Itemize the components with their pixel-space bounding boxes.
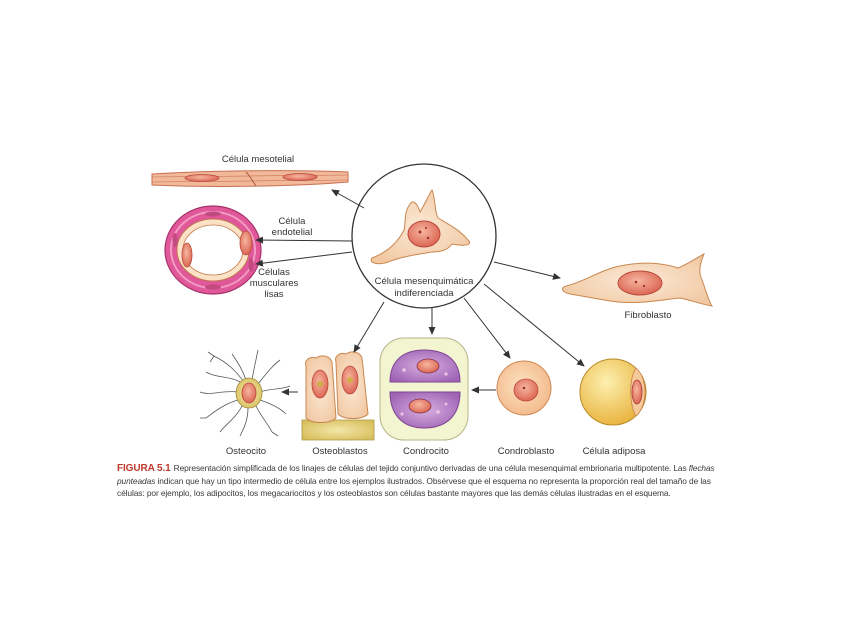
label-endothelial-1: Célula [279, 216, 307, 227]
osteocyte-cell: Osteocito [199, 349, 291, 457]
caption-italic: flechas punteadas [117, 463, 715, 486]
label-smooth-2: musculares [250, 278, 299, 289]
label-osteocyte: Osteocito [226, 446, 266, 457]
osteoblasts-cells: Osteoblastos [301, 351, 375, 457]
endothelial-vessel [164, 205, 262, 295]
label-mesenchymal-2: indiferenciada [394, 288, 454, 299]
label-smooth-3: lisas [264, 289, 283, 300]
label-adipocyte: Célula adiposa [583, 446, 647, 457]
label-chondrocyte: Condrocito [403, 446, 449, 457]
label-osteoblasts: Osteoblastos [312, 446, 368, 457]
label-fibroblast: Fibroblasto [625, 310, 672, 321]
chondroblast-cell: Condroblasto [496, 360, 555, 457]
mesenchymal-cell: Célula mesenquimática indiferenciada [351, 163, 497, 309]
fibroblast-cell: Fibroblasto [562, 252, 714, 321]
mesothelial-cell: Célula mesotelial [151, 154, 349, 187]
label-chondroblast: Condroblasto [498, 446, 555, 457]
caption-text-1: Representación simplificada de los linaj… [173, 463, 689, 473]
caption-text-2: indican que hay un tipo intermedio de cé… [117, 476, 711, 498]
label-endothelial-2: endotelial [272, 227, 313, 238]
chondrocyte-cell: Condrocito [379, 337, 469, 457]
label-mesothelial: Célula mesotelial [222, 154, 294, 165]
adipocyte-cell: Célula adiposa [579, 358, 647, 457]
label-smooth-1: Células [258, 267, 290, 278]
label-mesenchymal-1: Célula mesenquimática [375, 276, 474, 287]
lineage-arrows [255, 189, 585, 396]
figure-number: FIGURA 5.1 [117, 463, 171, 474]
